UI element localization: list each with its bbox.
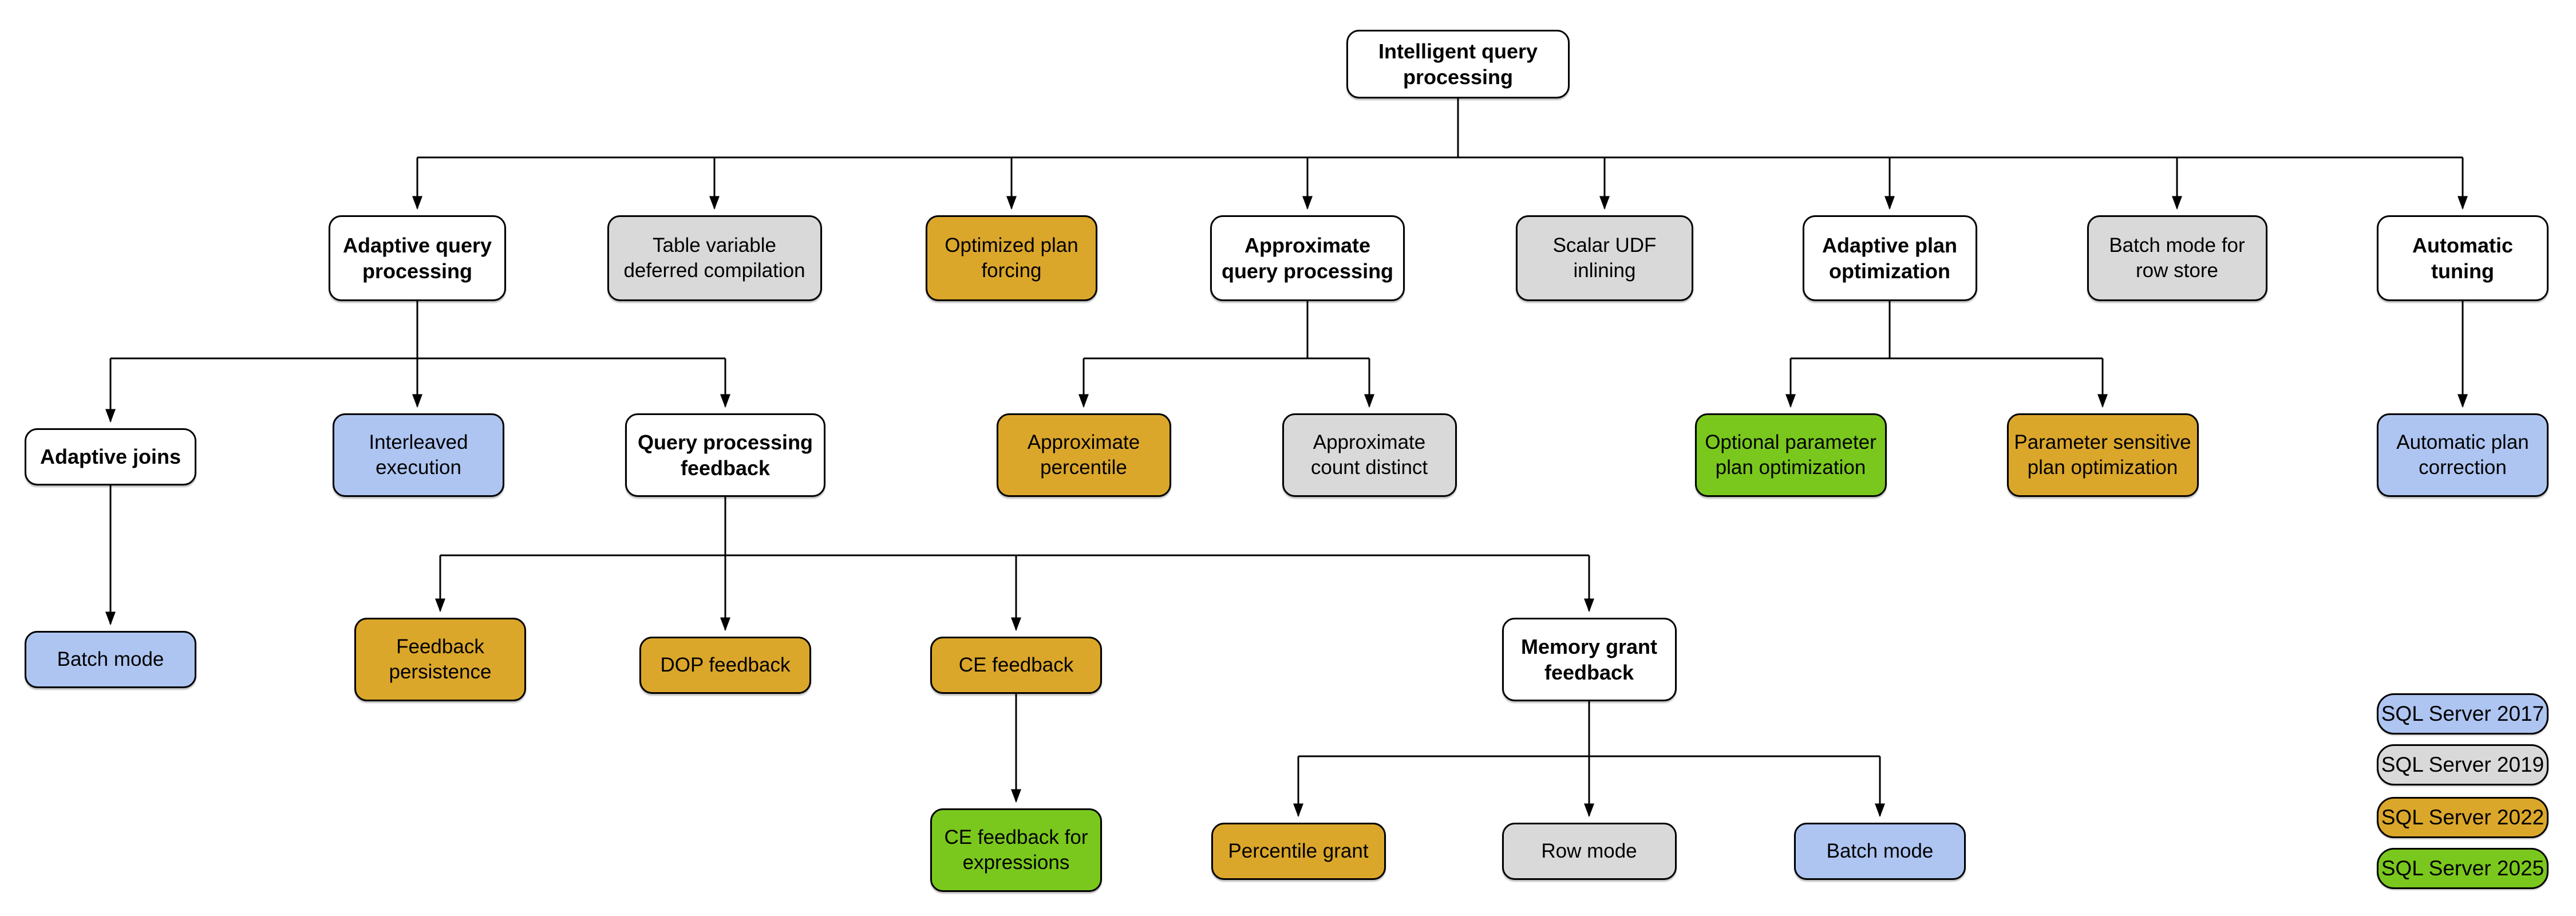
diagram-canvas: { "diagram": { "title": "Intelligent que…	[25, 30, 2549, 892]
connector-lines	[105, 98, 2468, 818]
